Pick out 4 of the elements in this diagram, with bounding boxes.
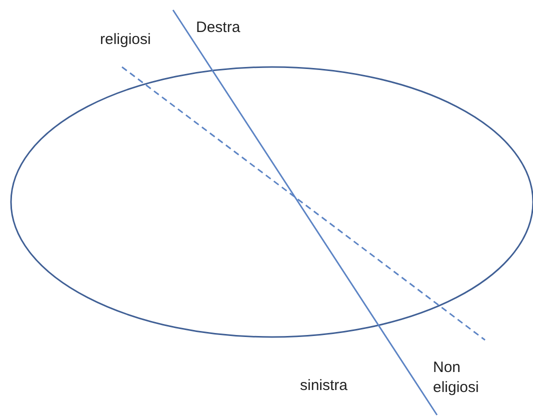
axis-label: religiosi [100, 30, 152, 50]
axis-label: sinistra [300, 376, 349, 396]
axis-label: Non eligiosi [433, 358, 480, 398]
axis-label: Destra [196, 18, 242, 38]
